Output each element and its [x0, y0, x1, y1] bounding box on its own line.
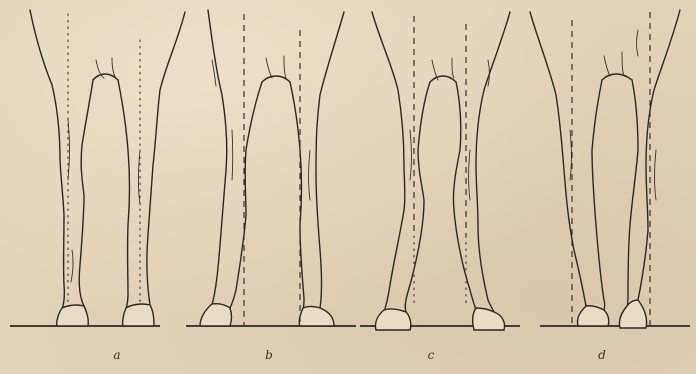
panel-a-legs	[30, 10, 185, 326]
panel-b-legs	[200, 10, 344, 326]
panel-d-label: d	[592, 348, 612, 362]
panel-c-legs	[372, 12, 510, 330]
panel-c-label: c	[421, 348, 441, 362]
panel-b-label: b	[259, 348, 279, 362]
panel-d-legs	[530, 10, 680, 328]
panel-a-label: a	[107, 348, 127, 362]
